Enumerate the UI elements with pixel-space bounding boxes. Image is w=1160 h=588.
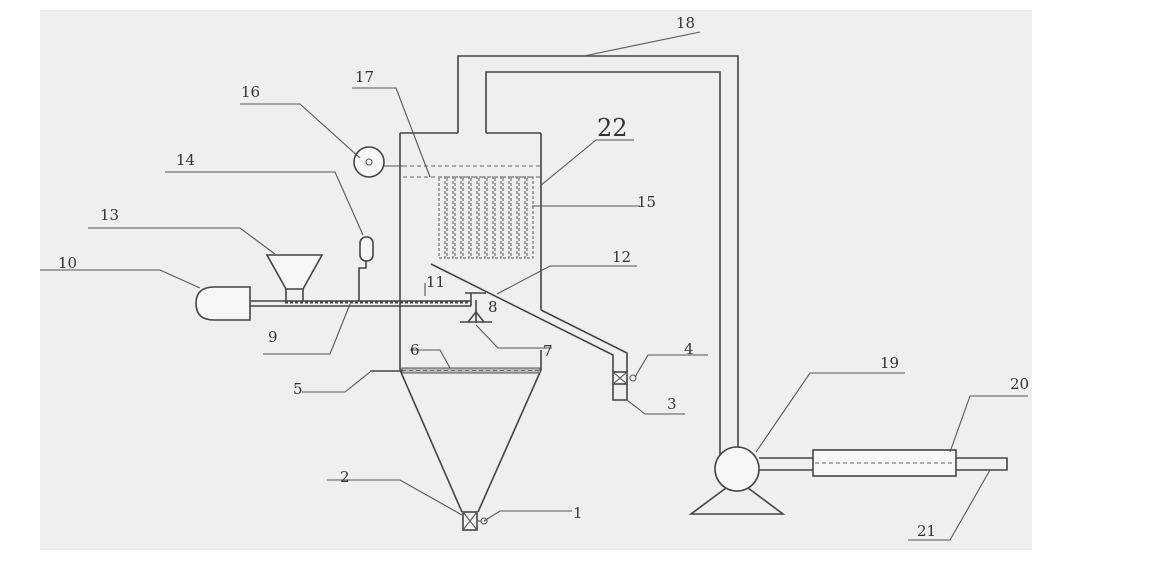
filter-bag [478, 176, 486, 259]
label-11: 11 [426, 273, 445, 291]
hopper-13 [265, 254, 324, 301]
tower-shell [399, 132, 542, 371]
label-7: 7 [543, 342, 553, 360]
filter-bag [446, 176, 454, 259]
label-10: 10 [58, 254, 77, 272]
filter-bag [518, 176, 526, 259]
label-1: 1 [573, 504, 583, 522]
label-2: 2 [340, 468, 350, 486]
cone-hopper [399, 369, 542, 513]
filter-bag [454, 176, 462, 259]
label-9: 9 [268, 328, 278, 346]
screw-conveyor [250, 292, 486, 307]
duct-18 [457, 55, 739, 455]
label-6: 6 [410, 341, 420, 359]
distribution-plate [401, 367, 541, 374]
label-14: 14 [176, 151, 195, 169]
label-17: 17 [355, 68, 374, 86]
filter-bag [486, 176, 494, 259]
feeder-stirrer [460, 300, 492, 323]
label-22: 22 [597, 114, 628, 142]
filter-bag [494, 176, 502, 259]
label-18: 18 [676, 14, 695, 32]
label-19: 19 [880, 354, 899, 372]
label-5: 5 [293, 380, 303, 398]
label-20: 20 [1010, 375, 1029, 393]
label-21: 21 [917, 522, 936, 540]
label-3: 3 [667, 395, 677, 413]
filter-bag [510, 176, 518, 259]
label-16: 16 [241, 83, 260, 101]
label-15: 15 [637, 193, 656, 211]
filter-bag [502, 176, 510, 259]
chute-valve [612, 371, 637, 401]
label-4: 4 [684, 340, 694, 358]
fan-16 [353, 146, 403, 178]
label-8: 8 [488, 298, 498, 316]
label-13: 13 [100, 206, 119, 224]
filter-bag [438, 176, 446, 259]
doser-14 [358, 236, 374, 301]
filter-bags [403, 165, 540, 259]
bottom-valve [462, 511, 488, 531]
filter-bag [526, 176, 534, 259]
discharge-chute [430, 263, 628, 372]
muffler-20 [812, 449, 957, 477]
motor-10 [195, 286, 251, 321]
filter-bag [462, 176, 470, 259]
label-12: 12 [612, 248, 631, 266]
leader-lines [40, 31, 1028, 541]
filter-bag [470, 176, 478, 259]
part-labels: 18 17 16 22 14 15 13 12 10 11 8 9 7 6 4 … [58, 14, 1029, 540]
